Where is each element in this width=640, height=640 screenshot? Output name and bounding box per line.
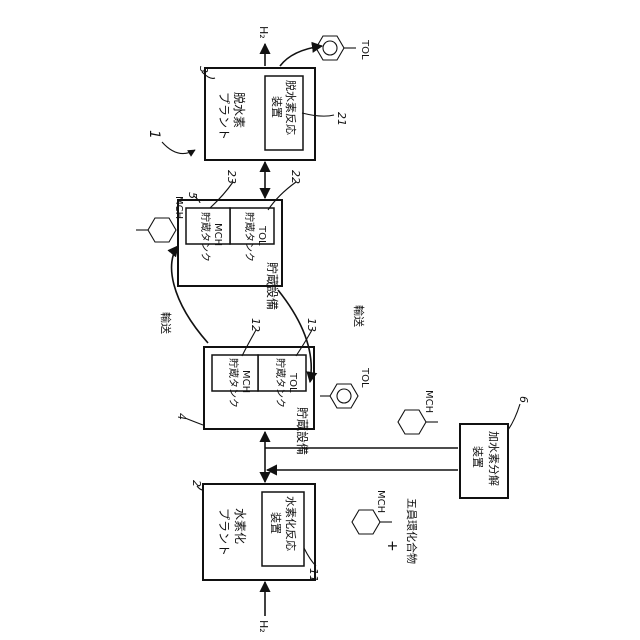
- tol-lower-label: TOL: [359, 367, 370, 388]
- decomposition-unit-ref-line: [508, 404, 520, 430]
- decomposition-unit-line-1: 加水素分解: [487, 431, 501, 486]
- dehydrogenation-plant-title-line-1: 脱水素: [232, 92, 247, 128]
- mch-ring-decomp: [398, 410, 426, 434]
- tol-ring-lower: [330, 384, 358, 408]
- tol-ring-top: [316, 36, 344, 60]
- storage-upper-tol-line-1: TOL: [256, 225, 267, 246]
- storage-lower-mch-line-2: 貯蔵タンク: [227, 358, 240, 408]
- h2-input-label: H₂: [257, 620, 270, 633]
- mch-upper-label: MCH: [173, 196, 184, 219]
- figure-number: 1: [146, 130, 162, 139]
- hydrogenation-plant-title-line-2: プラント: [217, 508, 231, 556]
- decomposition-unit-ref: 6: [517, 396, 530, 403]
- mch-ring-upper: [148, 218, 176, 242]
- mch-decomp-label: MCH: [423, 390, 434, 413]
- storage-lower-tol-line-1: TOL: [287, 372, 298, 393]
- storage-lower-mch-line-1: MCH: [240, 370, 251, 393]
- dehydrogenation-plant-title-line-2: プラント: [217, 92, 231, 140]
- hydrogenation-plant-ref: 2: [190, 480, 203, 487]
- storage-lower-tol-line-2: 貯蔵タンク: [274, 358, 287, 408]
- tol-ring-lower-inner: [337, 389, 351, 403]
- tol-output-arrow: [280, 46, 322, 66]
- mch-ring-hydro: [352, 510, 380, 534]
- transport-label-right: 輸送: [352, 305, 366, 327]
- hydrogenation-reactor-line-1: 水素化反応: [284, 496, 298, 551]
- dehydrogenation-reactor-line-2: 装置: [270, 96, 283, 118]
- storage-upper-mch-line-2: 貯蔵タンク: [199, 212, 212, 262]
- hydrogenation-plant-title-line-1: 水素化: [233, 508, 247, 544]
- storage-upper-title: 貯蔵設備: [265, 262, 280, 310]
- hydrogenation-reactor-ref: 11: [307, 568, 320, 582]
- transport-label-left: 輸送: [159, 312, 173, 334]
- decomposition-unit-line-2: 装置: [471, 446, 484, 468]
- rotated-diagram: 1 脱水素 プラント 脱水素反応 装置 3 21 貯蔵設備 TOL 貯蔵タンク …: [136, 26, 530, 633]
- h2-output-label: H₂: [257, 26, 270, 39]
- mch-hydro-label: MCH: [375, 490, 386, 513]
- tol-ring-top-inner: [323, 41, 337, 55]
- tol-top-label: TOL: [359, 39, 370, 60]
- dehydrogenation-reactor-ref: 21: [335, 112, 348, 126]
- storage-upper-mch-line-1: MCH: [212, 223, 223, 246]
- five-ring-label: 五員環化合物: [405, 498, 419, 564]
- dehydrogenation-reactor-line-1: 脱水素反応: [284, 80, 298, 135]
- hydrogenation-reactor-line-2: 装置: [269, 512, 282, 534]
- storage-upper-tol-line-2: 貯蔵タンク: [243, 212, 256, 262]
- plus-sign: +: [384, 540, 400, 552]
- storage-upper-ref: 5: [186, 192, 199, 199]
- storage-upper-mch-ref: 23: [225, 170, 238, 184]
- storage-lower-ref-line: [185, 418, 203, 425]
- dehydrogenation-plant-ref: 3: [197, 66, 210, 73]
- figure-pointer: [162, 142, 195, 154]
